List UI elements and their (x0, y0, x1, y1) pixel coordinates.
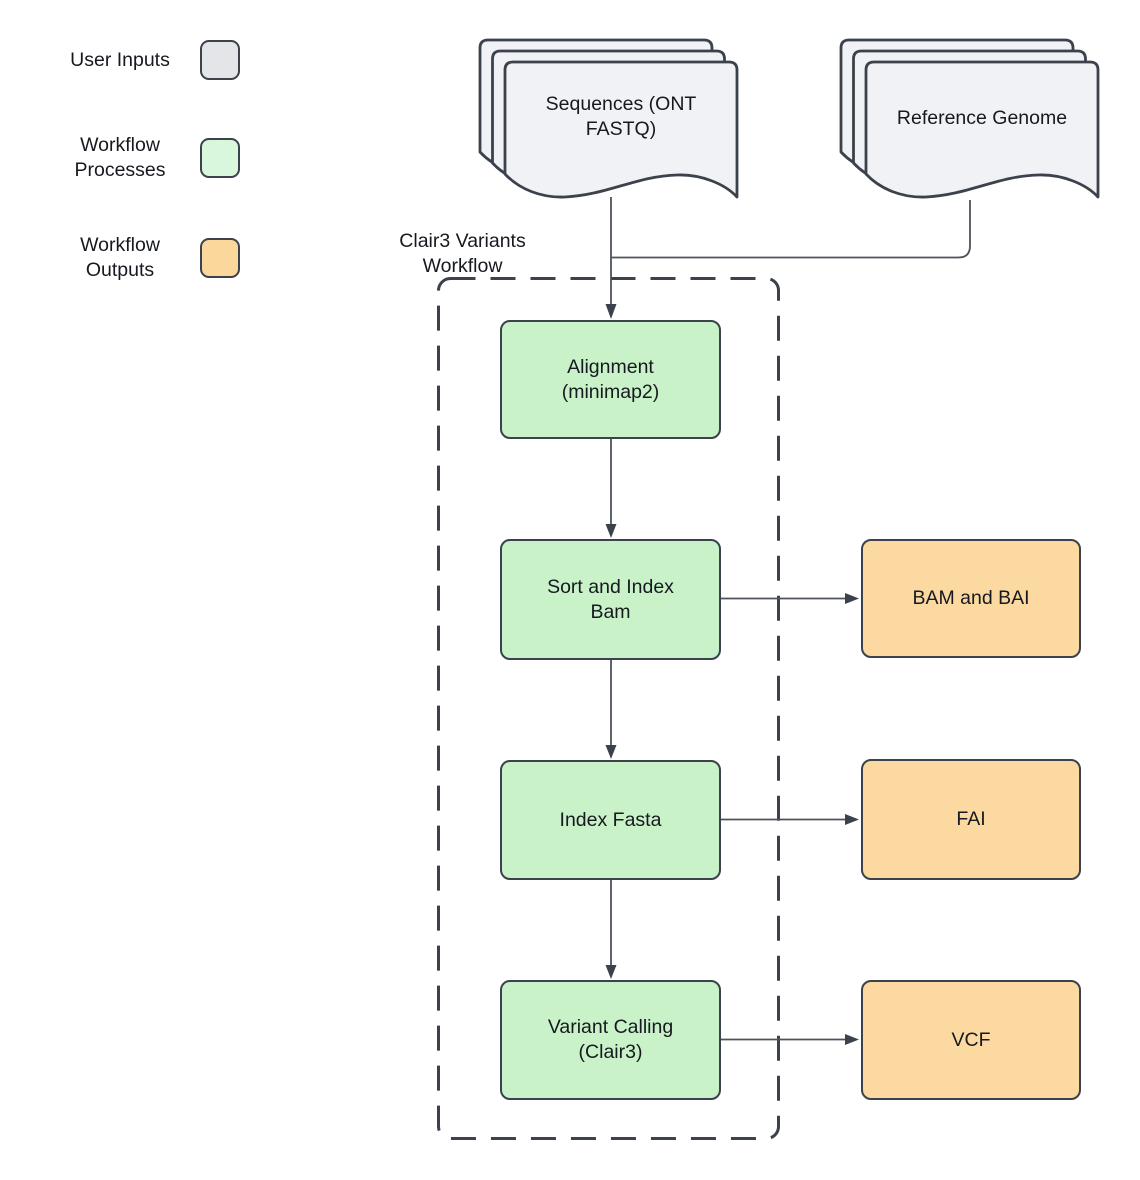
input-node-sequences-label: Sequences (ONT FASTQ) (545, 93, 697, 140)
arrowhead-down-icon (605, 524, 617, 538)
arrowhead-right-icon (845, 593, 859, 604)
legend-swatch-user-inputs (200, 40, 240, 80)
connectors (610, 197, 971, 1041)
process-node-index-fasta: Index Fasta (500, 760, 721, 880)
process-node-alignment: Alignment (minimap2) (500, 320, 721, 439)
arrowhead-down-icon (605, 745, 617, 759)
legend-label: Workflow Processes (74, 134, 166, 181)
legend-label: User Inputs (70, 48, 170, 71)
legend-item-workflow-outputs: Workflow Outputs (40, 234, 240, 281)
output-node-vcf: VCF (861, 980, 1081, 1100)
arrowhead-down-icon (605, 965, 617, 979)
arrowhead-right-icon (845, 814, 859, 825)
input-node-reference-genome-label: Reference Genome (896, 107, 1068, 129)
legend-item-user-inputs: User Inputs (40, 38, 240, 82)
arrowheads (605, 304, 859, 1045)
arrowhead-down-icon (605, 304, 617, 319)
legend-label: Workflow Outputs (80, 234, 160, 281)
arrowhead-right-icon (845, 1034, 859, 1045)
workflow-boundary-dashed-box (437, 277, 780, 1140)
legend-swatch-workflow-processes (200, 138, 240, 178)
output-node-fai: FAI (861, 759, 1081, 880)
workflow-title: Clair3 Variants Workflow (399, 230, 526, 277)
process-node-variant-calling: Variant Calling (Clair3) (500, 980, 721, 1100)
legend-item-workflow-processes: Workflow Processes (40, 134, 240, 181)
process-node-sort-and-index-bam: Sort and Index Bam (500, 539, 721, 660)
document-shape-sequences (478, 38, 739, 199)
connector-reference-to-merge (611, 200, 971, 259)
output-node-bam-and-bai: BAM and BAI (861, 539, 1081, 658)
legend-swatch-workflow-outputs (200, 238, 240, 278)
document-shape-reference-genome (839, 38, 1100, 199)
